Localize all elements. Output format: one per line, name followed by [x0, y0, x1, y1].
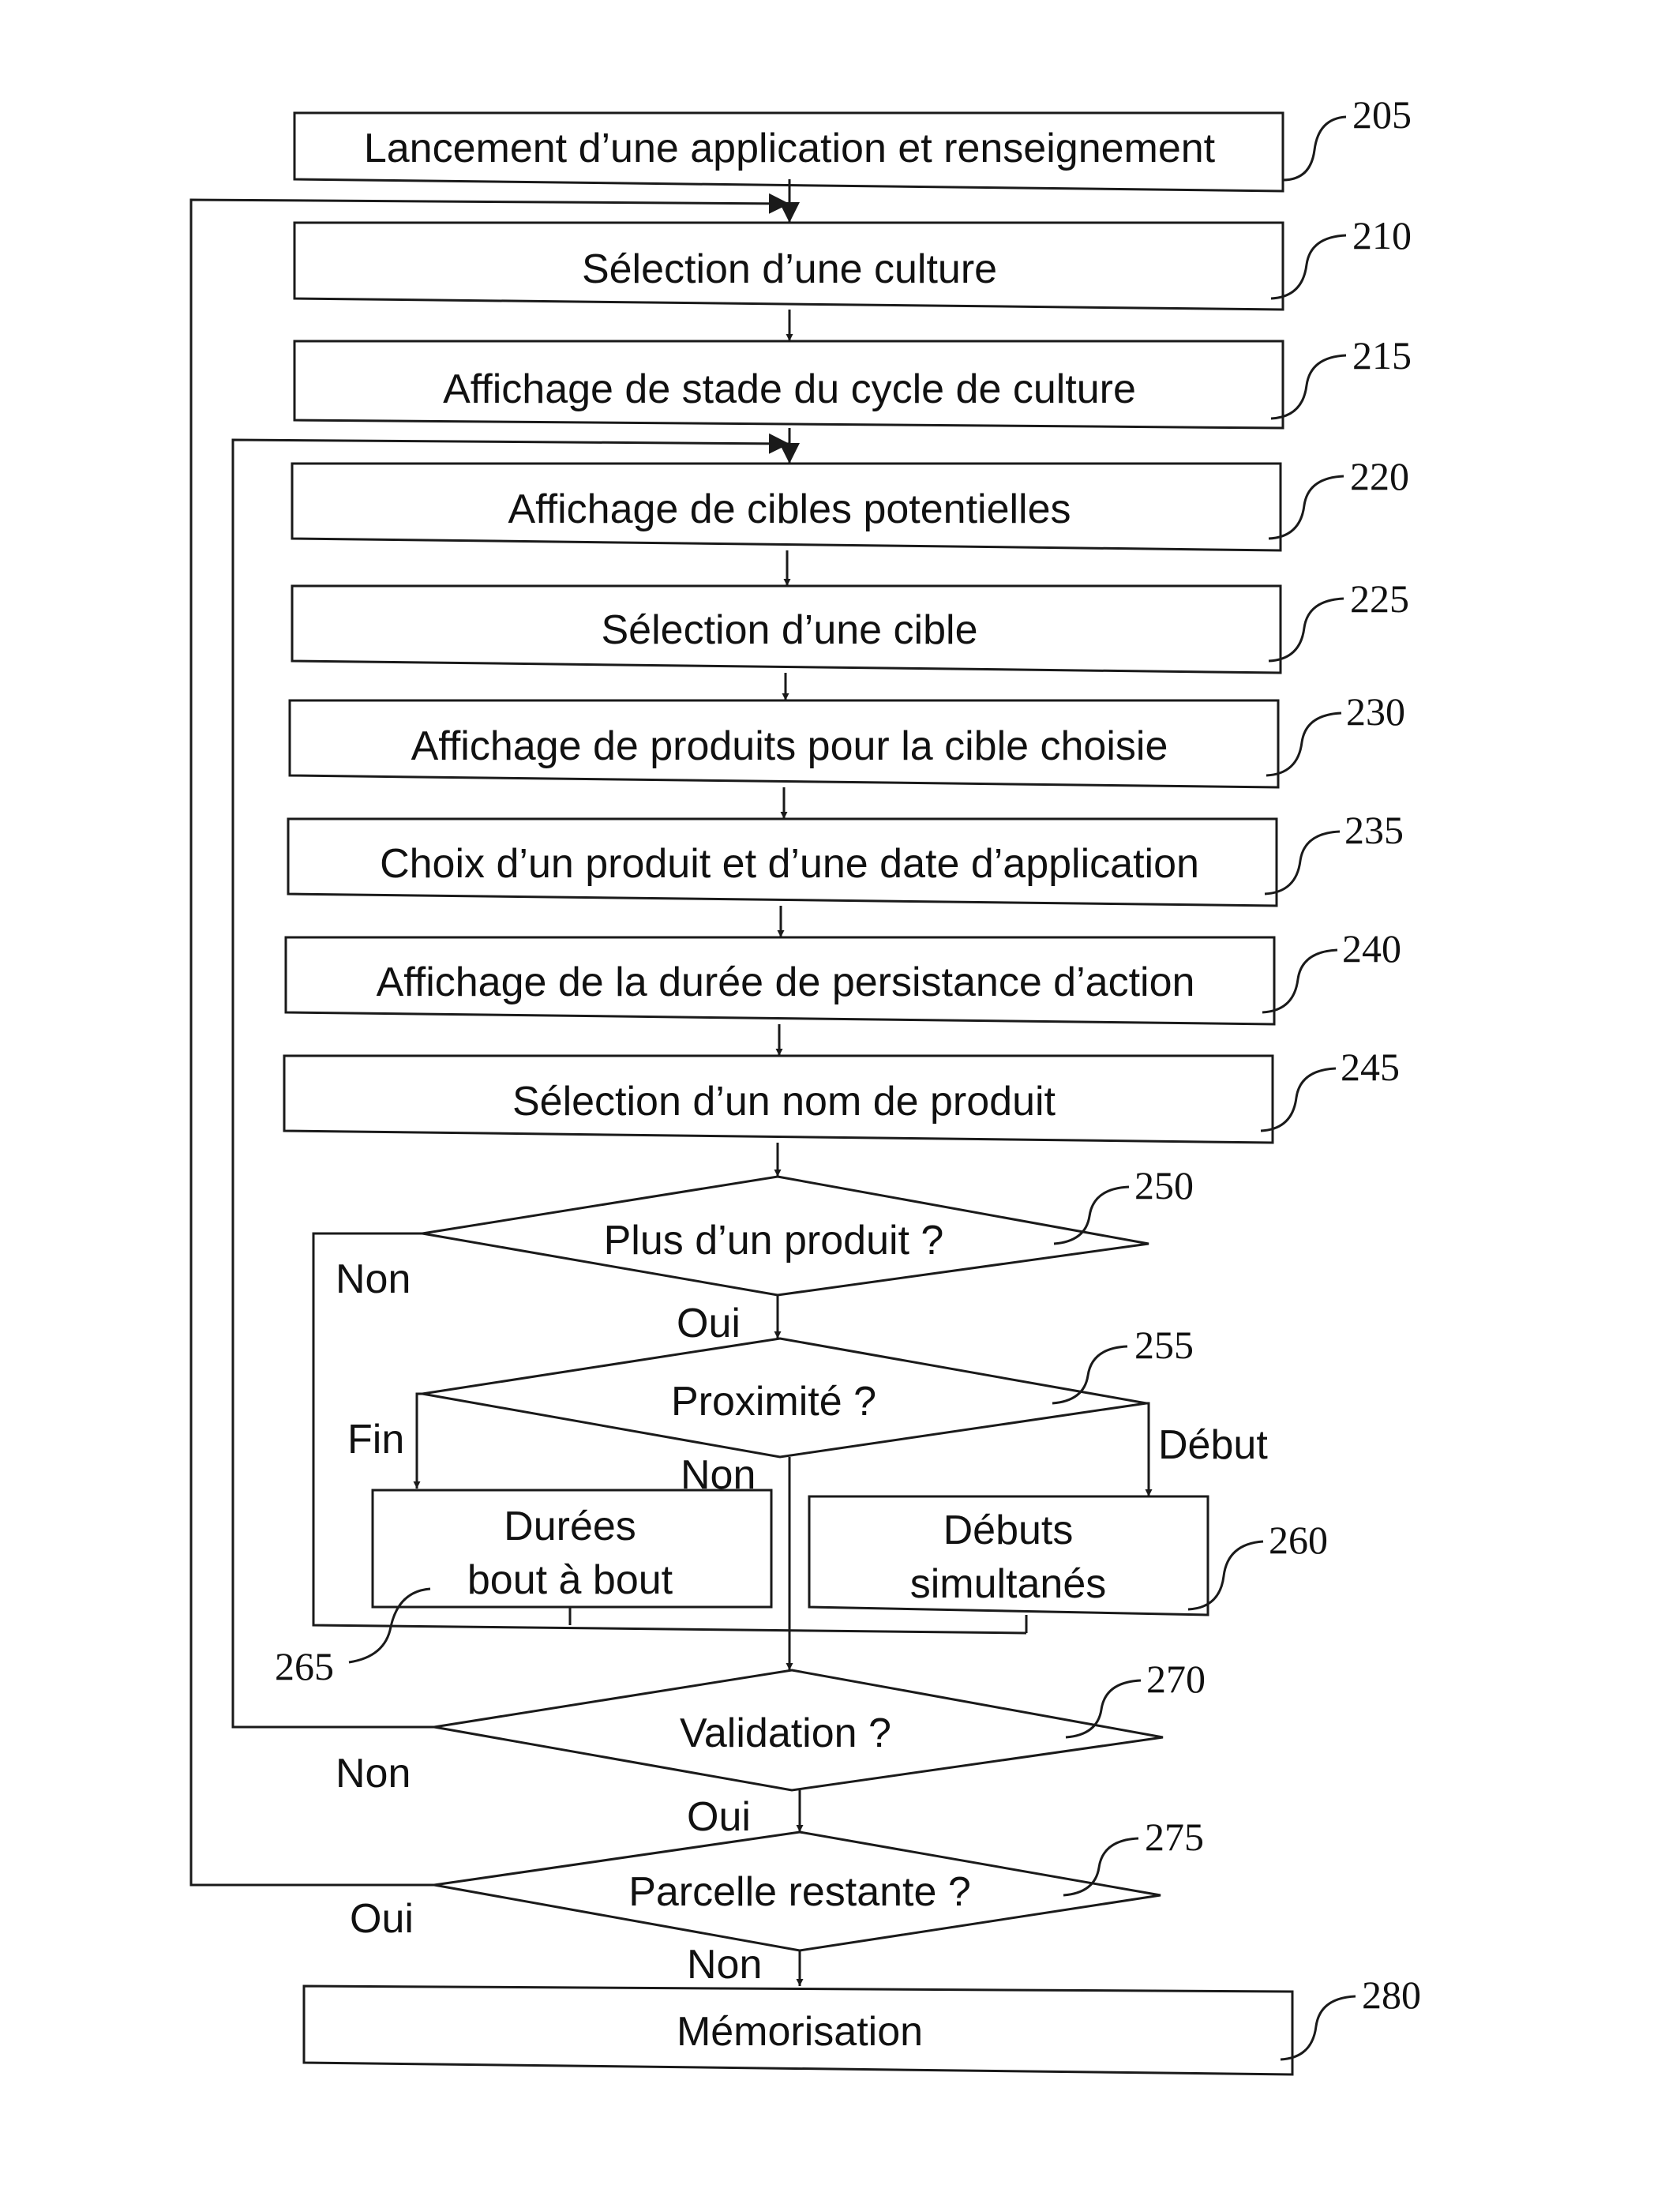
step-205-ref: 205	[1352, 92, 1412, 137]
decision-270-label: Validation ?	[680, 1710, 891, 1756]
step-220: Affichage de cibles potentielles 220	[292, 454, 1409, 550]
step-210-label: Sélection d’une culture	[582, 246, 997, 292]
decision-255: Proximité ? 255	[422, 1323, 1194, 1457]
step-280-label: Mémorisation	[677, 2009, 923, 2055]
step-240: Affichage de la durée de persistance d’a…	[286, 926, 1401, 1024]
step-260: Débuts simultanés 260	[809, 1496, 1328, 1615]
step-260-ref: 260	[1269, 1518, 1328, 1562]
step-260-line1: Débuts	[943, 1508, 1074, 1553]
step-240-label: Affichage de la durée de persistance d’a…	[377, 959, 1195, 1005]
step-210-ref: 210	[1352, 213, 1412, 257]
step-225-ref: 225	[1350, 576, 1409, 621]
step-215-ref: 215	[1352, 333, 1412, 377]
step-210: Sélection d’une culture 210	[294, 213, 1412, 310]
branch-275-non: Non	[687, 1942, 762, 1988]
step-245-label: Sélection d’un nom de produit	[512, 1079, 1056, 1125]
decision-275: Parcelle restante ? 275	[434, 1815, 1204, 1951]
decision-270-ref: 270	[1146, 1657, 1206, 1701]
step-245: Sélection d’un nom de produit 245	[284, 1045, 1400, 1143]
decision-250: Plus d’un produit ? 250	[422, 1163, 1194, 1295]
decision-275-ref: 275	[1145, 1815, 1204, 1859]
step-230-label: Affichage de produits pour la cible choi…	[411, 723, 1168, 769]
step-240-ref: 240	[1342, 926, 1401, 971]
step-220-label: Affichage de cibles potentielles	[508, 486, 1071, 532]
step-225: Sélection d’une cible 225	[292, 576, 1409, 673]
decision-270: Validation ? 270	[434, 1657, 1206, 1790]
step-205-label: Lancement d’une application et renseigne…	[364, 126, 1216, 171]
branch-270-non: Non	[336, 1751, 411, 1797]
step-230: Affichage de produits pour la cible choi…	[290, 689, 1405, 787]
step-280-ref: 280	[1362, 1973, 1421, 2017]
branch-250-non: Non	[336, 1256, 411, 1302]
step-235: Choix d’un produit et d’une date d’appli…	[288, 808, 1404, 906]
step-215-label: Affichage de stade du cycle de culture	[443, 366, 1136, 412]
step-265: Durées bout à bout 265	[275, 1490, 771, 1688]
decision-255-label: Proximité ?	[671, 1379, 876, 1425]
step-230-ref: 230	[1346, 689, 1405, 734]
branch-250-oui: Oui	[677, 1301, 741, 1346]
step-265-line2: bout à bout	[467, 1557, 673, 1603]
branch-275-oui: Oui	[350, 1896, 414, 1942]
step-265-ref: 265	[275, 1644, 334, 1688]
step-225-label: Sélection d’une cible	[602, 607, 978, 653]
step-205: Lancement d’une application et renseigne…	[294, 92, 1412, 191]
step-265-line1: Durées	[504, 1504, 636, 1549]
step-280: Mémorisation 280	[304, 1973, 1421, 2074]
step-220-ref: 220	[1350, 454, 1409, 498]
step-260-line2: simultanés	[910, 1561, 1107, 1607]
step-235-ref: 235	[1344, 808, 1404, 852]
branch-255-fin: Fin	[347, 1417, 404, 1462]
step-235-label: Choix d’un produit et d’une date d’appli…	[380, 841, 1199, 887]
decision-250-label: Plus d’un produit ?	[604, 1218, 944, 1263]
branch-270-oui: Oui	[687, 1794, 751, 1840]
decision-255-ref: 255	[1134, 1323, 1194, 1367]
step-215: Affichage de stade du cycle de culture 2…	[294, 333, 1412, 428]
decision-250-ref: 250	[1134, 1163, 1194, 1207]
step-245-ref: 245	[1341, 1045, 1400, 1089]
decision-275-label: Parcelle restante ?	[628, 1869, 971, 1915]
branch-255-debut: Début	[1158, 1422, 1268, 1468]
